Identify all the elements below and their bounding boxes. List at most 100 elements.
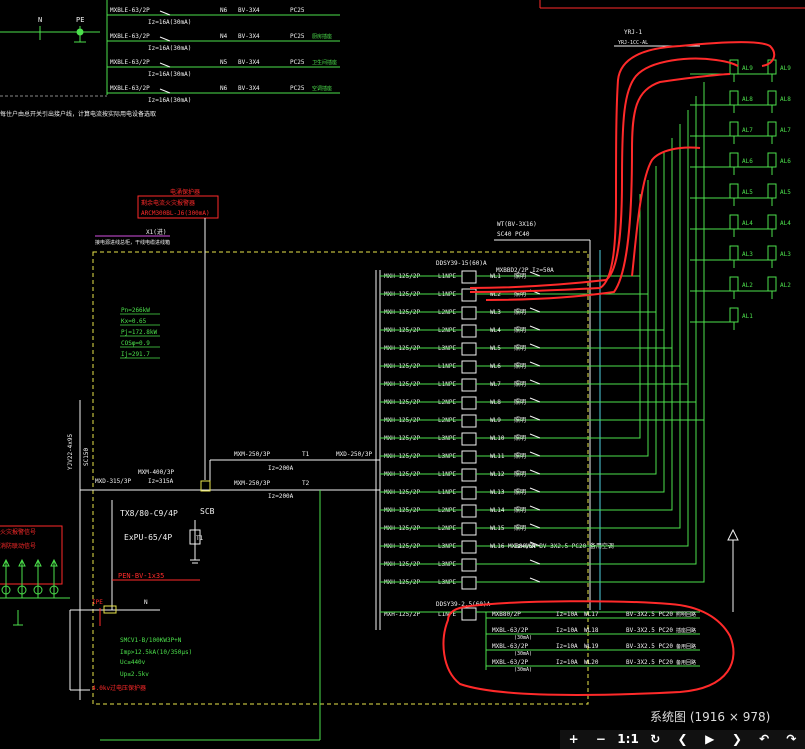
next-button[interactable]: ❯ xyxy=(731,732,742,746)
top-pipe: PC25 xyxy=(290,85,305,92)
last-phase: L1NPE xyxy=(438,611,456,618)
svg-text:Iz=200A: Iz=200A xyxy=(268,493,294,500)
sub-breaker: MXB80/2P xyxy=(492,611,521,618)
top-cable: BV-3X4 xyxy=(238,33,260,40)
pe-label: PE xyxy=(76,16,84,24)
rotate-icon[interactable]: ↻ xyxy=(650,732,661,746)
sub-breaker: MXBL-63/2P xyxy=(492,643,529,650)
top-setting: Iz=16A(30mA) xyxy=(148,71,191,78)
top-breaker: MXBLE-63/2P xyxy=(110,33,150,40)
svg-text:T2: T2 xyxy=(302,480,310,487)
al-label: AL2 xyxy=(780,282,791,289)
branch-wl: WL3 xyxy=(490,309,501,316)
top-cable: BV-3X4 xyxy=(238,59,260,66)
svg-text:TX8/80-C9/4P: TX8/80-C9/4P xyxy=(120,509,178,518)
svg-text:MXM-250/3P: MXM-250/3P xyxy=(234,480,271,487)
branch-type: 照明 xyxy=(514,291,526,298)
sub-cable: BV-3X2.5 PC20 xyxy=(626,643,673,650)
al-label: AL2 xyxy=(742,282,753,289)
branch-type: 照明 xyxy=(514,453,526,460)
top-note-row: 空调插座 xyxy=(312,85,332,92)
top-setting: Iz=16A(30mA) xyxy=(148,97,191,104)
al-label: AL7 xyxy=(742,127,753,134)
sub-breaker: MXBL-63/2P xyxy=(492,627,529,634)
x1-sub: 接电源进线总柜，干线电缆进线箱 xyxy=(95,239,170,246)
top-breaker: MXBLE-63/2P xyxy=(110,59,150,66)
red-annotation-loop xyxy=(485,73,731,301)
svg-text:SCB: SCB xyxy=(200,507,215,516)
svg-text:MXD-315/3P: MXD-315/3P xyxy=(95,478,132,485)
top-cable: BV-3X4 xyxy=(238,7,260,14)
prev-button[interactable]: ❮ xyxy=(677,732,688,746)
branch-type: 照明 xyxy=(514,309,526,316)
svg-text:Iz=315A: Iz=315A xyxy=(148,478,174,485)
al-label: AL8 xyxy=(780,96,791,103)
pen-cable: PEN-BV-1x35 xyxy=(118,572,164,580)
top-note: 每住户由总开关引出接户线，计算电流按实际用电设备选取 xyxy=(0,110,156,118)
branch-wl: WL11 xyxy=(490,453,505,460)
svg-text:MXM-250/3P: MXM-250/3P xyxy=(234,451,271,458)
bottom-note: 4.0kv过电压保护器 xyxy=(92,684,146,692)
n-label: N xyxy=(38,16,42,24)
al-label: AL5 xyxy=(780,189,791,196)
red-annotation-left xyxy=(631,146,701,277)
viewer-title: 系统图 (1916 × 978) xyxy=(650,710,771,724)
branch-type: 照明 xyxy=(514,435,526,442)
sub-note: 照明回路 xyxy=(676,611,696,618)
al-label: AL6 xyxy=(780,158,791,165)
sub-note: 备用回路 xyxy=(676,643,696,650)
svg-text:Up≤2.5kv: Up≤2.5kv xyxy=(120,671,149,678)
sub-wl: WL20 xyxy=(584,659,599,666)
actual-size-button[interactable]: 1:1 xyxy=(617,732,639,746)
branch-type: 照明 xyxy=(514,327,526,334)
branch-wl: WL1 xyxy=(490,273,501,280)
panel-enclosure xyxy=(92,251,589,705)
branch-wl: WL7 xyxy=(490,381,501,388)
dds1-label: DDSY39-15(60)A xyxy=(436,260,487,267)
sub-breaker: MXBL-63/2P xyxy=(492,659,529,666)
al-label: AL7 xyxy=(780,127,791,134)
yrj-sub: YRJ-1CC-AL xyxy=(618,40,648,46)
svg-text:COSφ=0.9: COSφ=0.9 xyxy=(121,340,150,347)
top-setting: Iz=16A(30mA) xyxy=(148,19,191,26)
al-label: AL1 xyxy=(742,313,753,320)
svg-text:ExPU-65/4P: ExPU-65/4P xyxy=(124,533,172,542)
sub-ma: (30mA) xyxy=(514,667,532,673)
svg-text:Pn=266kW: Pn=266kW xyxy=(121,307,150,314)
undo-button[interactable]: ↶ xyxy=(759,732,770,746)
svg-text:Kx=0.65: Kx=0.65 xyxy=(121,318,147,325)
top-left-circuits xyxy=(0,0,108,97)
top-breaker: MXBLE-63/2P xyxy=(110,7,150,14)
play-button[interactable]: ▶ xyxy=(705,732,715,746)
branch-wl: WL13 xyxy=(490,489,505,496)
wt-label: WT(BV-3X16) xyxy=(497,221,537,228)
branch-wl: WL12 xyxy=(490,471,505,478)
sub-iz: Iz=10A xyxy=(556,643,578,650)
sub-iz: Iz=10A xyxy=(556,627,578,634)
sub-cable: BV-3X2.5 PC20 xyxy=(626,627,673,634)
branch-type: 照明 xyxy=(514,489,526,496)
red-circle-sub xyxy=(442,600,735,696)
redo-button[interactable]: ↷ xyxy=(786,732,797,746)
top-phase: N4 xyxy=(220,33,228,40)
spd-line2: ARCM300BL-J6(300mA) xyxy=(141,210,210,217)
branch-type: 照明 xyxy=(514,363,526,370)
zoom-out-button[interactable]: − xyxy=(595,732,606,746)
svg-text:Pj=172.8kW: Pj=172.8kW xyxy=(121,329,158,336)
sub-wl: WL17 xyxy=(584,611,599,618)
zoom-in-button[interactable]: + xyxy=(568,732,579,746)
svg-text:T1: T1 xyxy=(196,535,204,542)
branch-wl: WL4 xyxy=(490,327,501,334)
svg-text:Iz=200A: Iz=200A xyxy=(268,465,294,472)
branch-wl: WL2 xyxy=(490,291,501,298)
svg-text:SMCV1-B/100KW3P+N: SMCV1-B/100KW3P+N xyxy=(120,637,182,644)
svg-text:Imp>12.5kA(10/350μs): Imp>12.5kA(10/350μs) xyxy=(120,649,192,656)
branch-type: 照明 xyxy=(514,417,526,424)
top-breaker: MXBLE-63/2P xyxy=(110,85,150,92)
x1-label: X1(进) xyxy=(146,228,166,236)
red-annotation-route xyxy=(469,41,776,293)
branch-wl: WL9 xyxy=(490,417,501,424)
top-setting: Iz=16A(30mA) xyxy=(148,45,191,52)
al-label: AL6 xyxy=(742,158,753,165)
